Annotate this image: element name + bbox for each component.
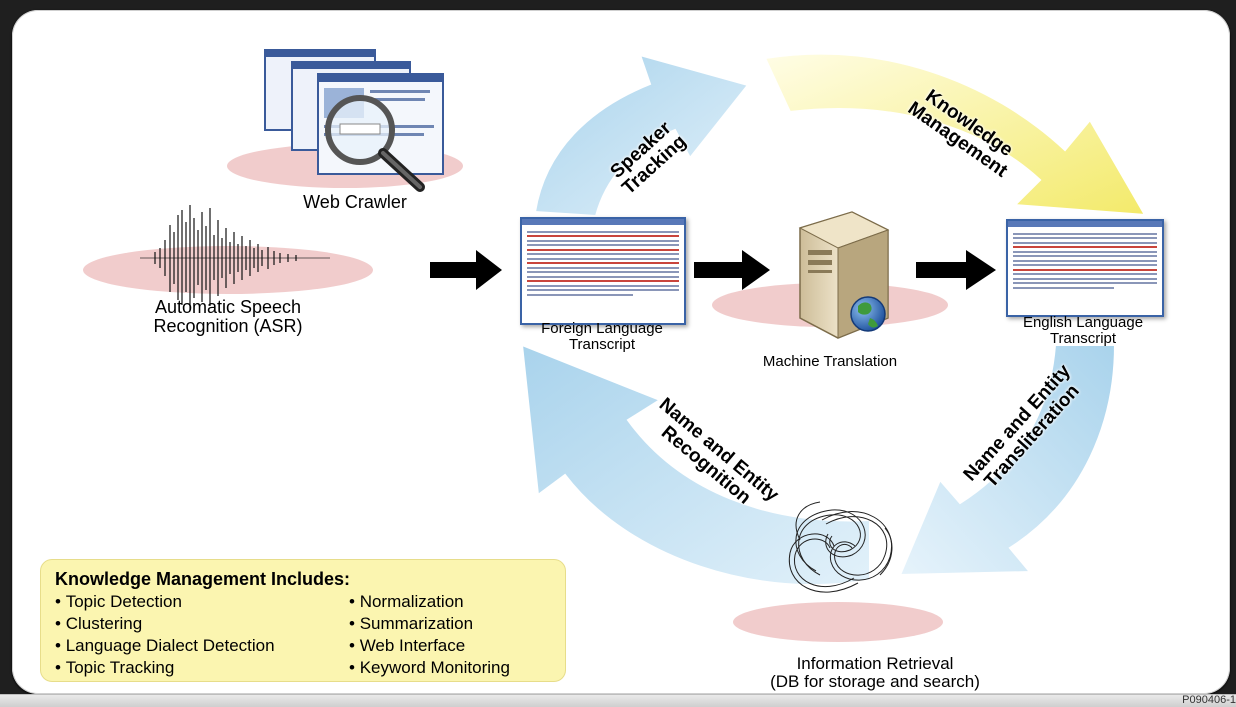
asr-to-foreign-arrow [430,250,502,290]
english-transcript-document [1006,219,1164,317]
information-retrieval-label: Information Retrieval (DB for storage an… [740,655,1010,691]
km-item-topic-detection: Topic Detection [55,591,275,613]
km-item-clustering: Clustering [55,613,275,635]
information-retrieval-icon [788,501,893,593]
km-item-topic-tracking: Topic Tracking [55,657,275,679]
english-label-line2: Transcript [1049,329,1117,347]
foreign-label-line2: Transcript [568,335,636,353]
km-item-web-interface: Web Interface [349,635,510,657]
reference-code: P090406-1 [1182,694,1236,706]
english-transcript-label: English Language Transcript [996,315,1170,347]
asr-label-line2: Recognition (ASR) [153,315,303,336]
asr-disc [83,246,373,294]
km-left-list: Topic Detection Clustering Language Dial… [55,591,275,679]
foreign-to-mt-arrow [694,250,770,290]
web-crawler-label: Web Crawler [303,192,407,212]
km-item-summarization: Summarization [349,613,510,635]
asr-label-line1: Automatic Speech [154,297,302,317]
audio-waveform-icon [140,205,330,310]
mt-to-english-arrow [916,250,996,290]
foreign-label-line1: Foreign Language [541,320,663,337]
knowledge-management-arrow [763,52,1147,217]
ir-disc [733,602,943,642]
km-right-list: Normalization Summarization Web Interfac… [349,591,510,679]
english-label-line1: English Language [1022,314,1144,331]
foreign-transcript-label: Foreign Language Transcript [510,321,694,353]
ir-label-line2: (DB for storage and search) [770,671,980,691]
speaker-tracking-arrow [533,53,750,218]
recognition-arrow [520,343,871,587]
km-item-normalization: Normalization [349,591,510,613]
transliteration-arrow [898,344,1117,577]
knowledge-management-box: Knowledge Management Includes: Topic Det… [40,559,566,682]
ir-label-line1: Information Retrieval [796,654,954,673]
machine-translation-label: Machine Translation [762,353,898,370]
km-box-title: Knowledge Management Includes: [55,569,351,589]
km-item-keyword-monitoring: Keyword Monitoring [349,657,510,679]
foreign-transcript-document [520,217,686,325]
asr-label: Automatic Speech Recognition (ASR) [118,298,338,336]
server-icon [798,211,890,339]
km-item-language-dialect-detection: Language Dialect Detection [55,635,275,657]
bottom-strip [0,694,1236,707]
web-crawler-icon [264,49,444,192]
